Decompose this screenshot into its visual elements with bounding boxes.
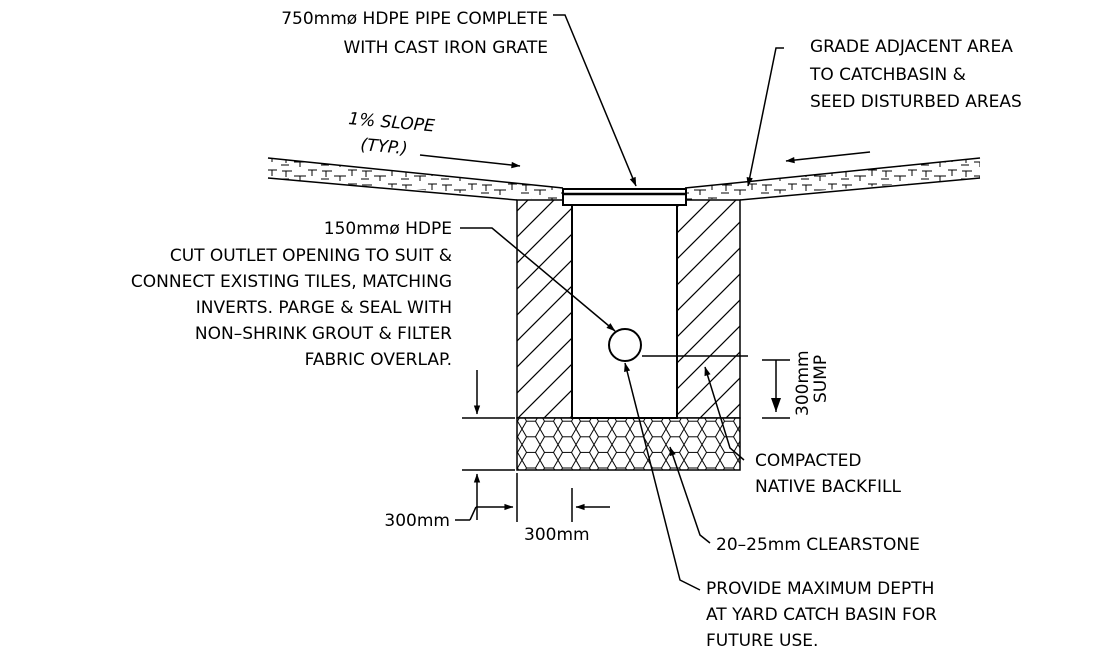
dimension-vertical-label: 300mm	[384, 511, 450, 531]
outlet-label-line-6: FABRIC OVERLAP.	[305, 350, 452, 370]
dimension-horizontal-label: 300mm	[524, 525, 590, 545]
clearstone-bed	[516, 417, 741, 471]
outlet-label-line-4: INVERTS. PARGE & SEAL WITH	[196, 298, 452, 318]
outlet-label-line-2: CUT OUTLET OPENING TO SUIT &	[170, 246, 452, 266]
backfill-label-line-2: NATIVE BACKFILL	[755, 477, 901, 497]
grade-label-line-3: SEED DISTURBED AREAS	[810, 92, 1022, 112]
leader-lines	[419, 14, 871, 591]
slope-label-line-1: 1% SLOPE	[348, 109, 436, 136]
pipe-label-line-1: 750mmø HDPE PIPE COMPLETE	[281, 9, 548, 29]
cast-iron-grate	[562, 188, 687, 206]
depth-label-line-1: PROVIDE MAXIMUM DEPTH	[706, 579, 934, 599]
outlet-label-line-1: 150mmø HDPE	[324, 219, 452, 239]
slope-label-line-2: (TYP.)	[360, 135, 409, 159]
outlet-label-line-3: CONNECT EXISTING TILES, MATCHING	[131, 272, 452, 292]
sump-label-line-1: 300mm	[793, 350, 813, 416]
hdpe-pipe	[571, 204, 678, 419]
dimension-lines	[455, 359, 790, 522]
outlet-label-line-5: NON–SHRINK GROUT & FILTER	[195, 324, 452, 344]
grade-label-line-2: TO CATCHBASIN &	[809, 65, 966, 85]
depth-label-line-3: FUTURE USE.	[706, 631, 818, 651]
grade-label-line-1: GRADE ADJACENT AREA	[810, 37, 1013, 57]
sump-label-line-2: SUMP	[811, 355, 831, 403]
depth-label-line-2: AT YARD CATCH BASIN FOR	[706, 605, 937, 625]
pipe-label-line-2: WITH CAST IRON GRATE	[343, 38, 548, 58]
labels: 750mmø HDPE PIPE COMPLETE WITH CAST IRON…	[131, 9, 1022, 651]
clearstone-label: 20–25mm CLEARSTONE	[716, 535, 920, 555]
backfill-label-line-1: COMPACTED	[755, 451, 862, 471]
outlet-opening	[608, 328, 642, 362]
ground-surface	[267, 157, 981, 201]
